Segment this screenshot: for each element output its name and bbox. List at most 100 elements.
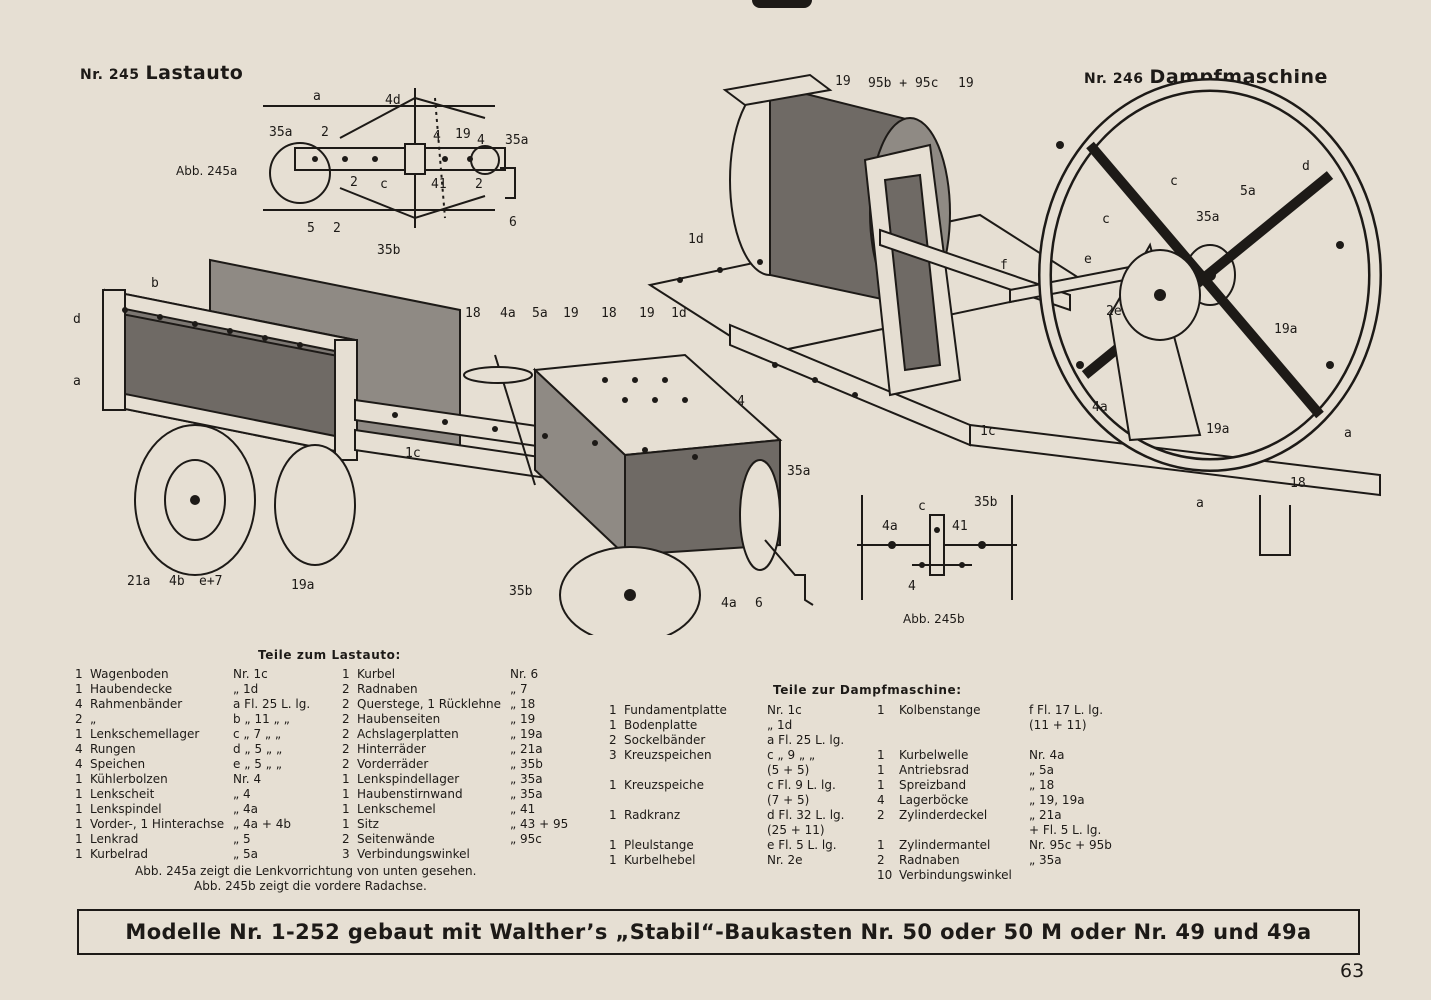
part-code: Nr. 1c (233, 667, 268, 681)
label-245-15: 4b (169, 574, 185, 589)
part-name: Sitz (357, 817, 379, 831)
label-245-11: 4 (737, 394, 745, 409)
label-245-13: 35a (787, 464, 810, 479)
label-246-6: 5a (1240, 184, 1256, 199)
part-qty: 3 (609, 748, 617, 762)
part-qty: 1 (609, 718, 617, 732)
part-qty: 4 (75, 742, 83, 756)
part-name: Radkranz (624, 808, 681, 822)
part-name: Kreuzspeiche (624, 778, 704, 792)
part-code: „ 19 (510, 712, 536, 726)
label-245a-5: 4 (433, 129, 441, 144)
part-qty: 2 (342, 712, 350, 726)
label-245-7: 19 (563, 306, 579, 321)
label-245-10: 1d (671, 306, 687, 321)
part-qty: 1 (342, 667, 350, 681)
part-qty: 2 (342, 727, 350, 741)
parts-row: (7 + 5) (609, 793, 871, 808)
part-qty: 2 (609, 733, 617, 747)
figure-245a-steering-drawing: a 4d 35a 2 4 19 4 35a 2 c 41 2 5 2 35b 6 (263, 88, 528, 258)
part-name: Radnaben (357, 682, 418, 696)
part-name: Pleulstange (624, 838, 694, 852)
parts-row: 2„b „ 11 „ „ (75, 712, 340, 727)
part-name: Vorder-, 1 Hinterachse (90, 817, 225, 831)
label-245-16: e+7 (199, 574, 222, 589)
parts-245-heading: Teile zum Lastauto: (258, 648, 401, 662)
label-246-5: c (1170, 174, 1178, 189)
label-245-20: 6 (755, 596, 763, 611)
part-qty: 4 (877, 793, 885, 807)
part-name: Querstege, 1 Rücklehne (357, 697, 502, 711)
label-246-13: 19a (1274, 322, 1297, 337)
page-number: 63 (1340, 960, 1365, 982)
label-246-9: 1d (688, 232, 704, 247)
part-code: (11 + 11) (1029, 718, 1087, 732)
label-246-12: 2e (1106, 304, 1122, 319)
part-qty: 2 (342, 742, 350, 756)
part-code: „ 43 + 95 (510, 817, 569, 831)
part-name: Sockelbänder (624, 733, 706, 747)
part-qty: 1 (342, 817, 350, 831)
parts-row: (5 + 5) (609, 763, 871, 778)
part-name: Kurbel (357, 667, 396, 681)
label-246-1: 19 (835, 74, 851, 89)
label-245b-2: 35b (974, 495, 998, 510)
part-code: „ 35b (510, 757, 543, 771)
part-qty: 1 (609, 808, 617, 822)
part-name: Lenkspindellager (357, 772, 460, 786)
label-245-1: b (151, 276, 159, 291)
parts-row (877, 733, 1137, 748)
label-246-10: f (1000, 258, 1008, 273)
label-245a-16: 6 (509, 215, 517, 230)
part-code: Nr. 2e (767, 853, 803, 867)
figure-245b-axle-drawing: c 35b 4a 41 4 (857, 495, 1017, 600)
models-banner: Modelle Nr. 1-252 gebaut mit Walther’s „… (77, 909, 1360, 955)
figure-245a-caption: Abb. 245a (176, 164, 238, 178)
label-245a-15: 35b (377, 243, 401, 258)
part-code: „ 7 (510, 682, 528, 696)
part-name: Zylinderdeckel (899, 808, 988, 822)
part-qty: 1 (75, 772, 83, 786)
part-name: Lenkschemellager (90, 727, 200, 741)
part-name: Lagerböcke (899, 793, 969, 807)
label-245-6: 5a (532, 306, 548, 321)
part-qty: 1 (609, 703, 617, 717)
part-name: Fundamentplatte (624, 703, 727, 717)
part-name: Lenkschemel (357, 802, 436, 816)
part-qty: 1 (342, 787, 350, 801)
part-name: Verbindungswinkel (357, 847, 470, 861)
part-qty: 2 (342, 832, 350, 846)
part-qty: 2 (342, 757, 350, 771)
parts-row: 1 Sitz „ 43 + 95 (342, 817, 587, 832)
part-name: Speichen (90, 757, 146, 771)
part-name: Haubendecke (90, 682, 173, 696)
label-245-9: 19 (639, 306, 655, 321)
label-245b-3: 4a (882, 519, 898, 534)
part-code: „ 35a (510, 772, 543, 786)
note-245a: Abb. 245a zeigt die Lenkvorrichtung von … (135, 864, 477, 878)
part-code: Nr. 95c + 95b (1029, 838, 1112, 852)
part-code: „ 19a (510, 727, 543, 741)
part-code: a Fl. 25 L. lg. (767, 733, 845, 747)
parts-row: + Fl. 5 L. lg. (877, 823, 1137, 838)
label-246-17: a (1344, 426, 1352, 441)
label-245a-6: 19 (455, 127, 471, 142)
part-code: a Fl. 25 L. lg. (233, 697, 311, 711)
part-qty: 1 (75, 682, 83, 696)
label-245-19: 4a (721, 596, 737, 611)
